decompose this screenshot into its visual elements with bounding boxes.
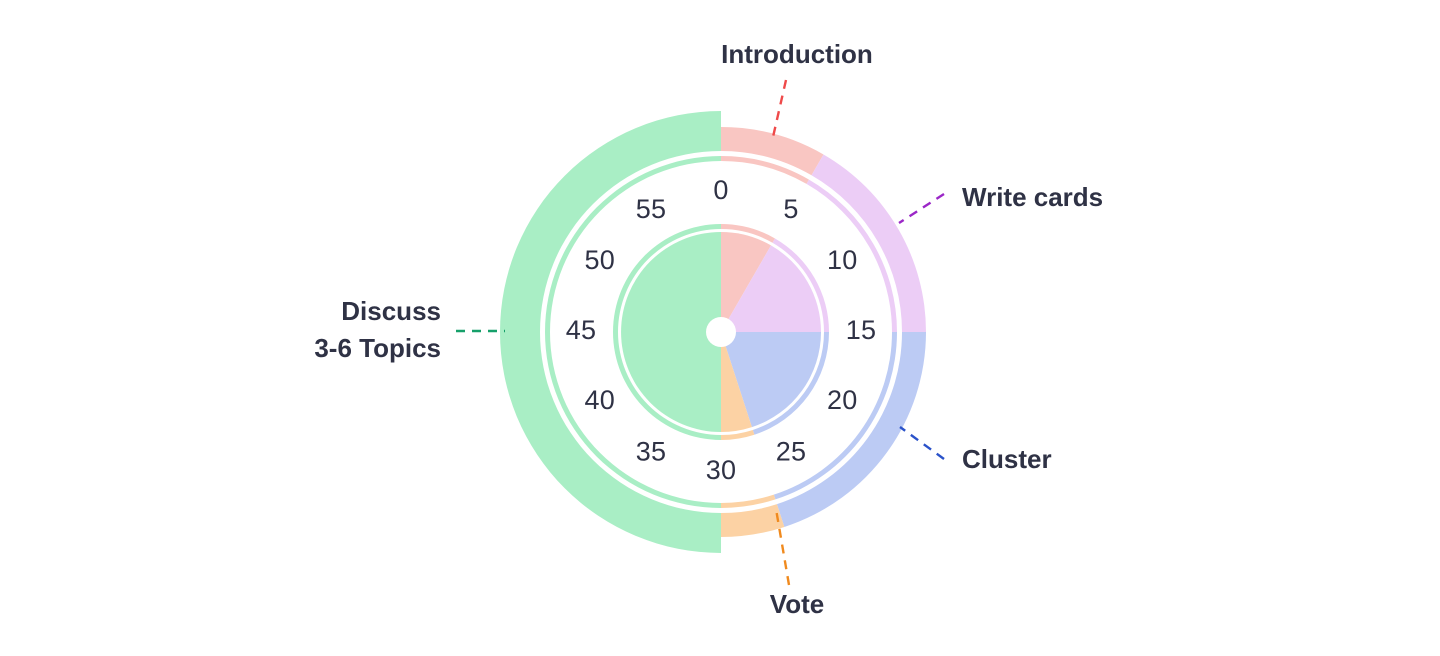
tick-label-45: 45 (566, 315, 596, 345)
callout-label-group: Introduction Write cards Cluster Vote Di… (314, 39, 1103, 619)
callout-label-cluster: Cluster (962, 444, 1052, 474)
pie-slice-introduction (721, 232, 771, 332)
inner-pie-group (621, 232, 821, 432)
tick-label-55: 55 (636, 194, 666, 224)
pie-slice-discuss-3-6-topics (621, 232, 721, 432)
callout-label-introduction: Introduction (721, 39, 873, 69)
thin-outer-arc-vote (721, 494, 776, 508)
tick-label-20: 20 (827, 385, 857, 415)
leader-line-cluster (899, 426, 945, 460)
callout-label-discuss-line1: Discuss (341, 296, 441, 326)
tick-label-35: 35 (636, 436, 666, 466)
tick-label-15: 15 (846, 315, 876, 345)
outer-band-discuss-3-6-topics (500, 111, 721, 553)
tick-label-40: 40 (585, 385, 615, 415)
pie-slice-write-cards (721, 245, 821, 332)
pie-slice-cluster (721, 332, 821, 428)
tick-label-group: 0 5 10 15 20 25 30 35 40 45 50 55 (566, 175, 876, 485)
callout-leader-group (456, 79, 945, 586)
thin-inner-ring-group (613, 224, 829, 440)
outer-ring-band-group (500, 111, 926, 553)
thin-inner-arc-introduction (721, 224, 775, 243)
thin-outer-arc-write-cards (806, 179, 897, 332)
thin-inner-arc-write-cards (772, 238, 829, 332)
leader-line-vote (774, 508, 791, 586)
outer-band-write-cards (811, 154, 926, 332)
tick-label-30: 30 (706, 455, 736, 485)
outer-band-cluster (776, 332, 926, 527)
center-hub (706, 317, 736, 347)
pie-slice-vote (721, 332, 752, 432)
thin-inner-arc-vote (721, 429, 755, 440)
callout-label-discuss-line2: 3-6 Topics (314, 333, 441, 363)
tick-label-5: 5 (783, 194, 798, 224)
callout-label-write-cards: Write cards (962, 182, 1103, 212)
tick-label-50: 50 (585, 245, 615, 275)
outer-band-introduction (721, 127, 824, 176)
tick-label-10: 10 (827, 245, 857, 275)
leader-line-introduction (771, 79, 788, 138)
tick-label-25: 25 (776, 436, 806, 466)
tick-label-0: 0 (713, 175, 728, 205)
thin-outer-arc-cluster (773, 332, 897, 500)
outer-band-vote (721, 504, 785, 537)
leader-line-write-cards (898, 192, 945, 225)
thin-outer-ring-group (545, 156, 897, 508)
thin-outer-arc-introduction (721, 156, 809, 184)
callout-label-vote: Vote (770, 589, 824, 619)
thin-inner-arc-cluster (752, 332, 829, 435)
